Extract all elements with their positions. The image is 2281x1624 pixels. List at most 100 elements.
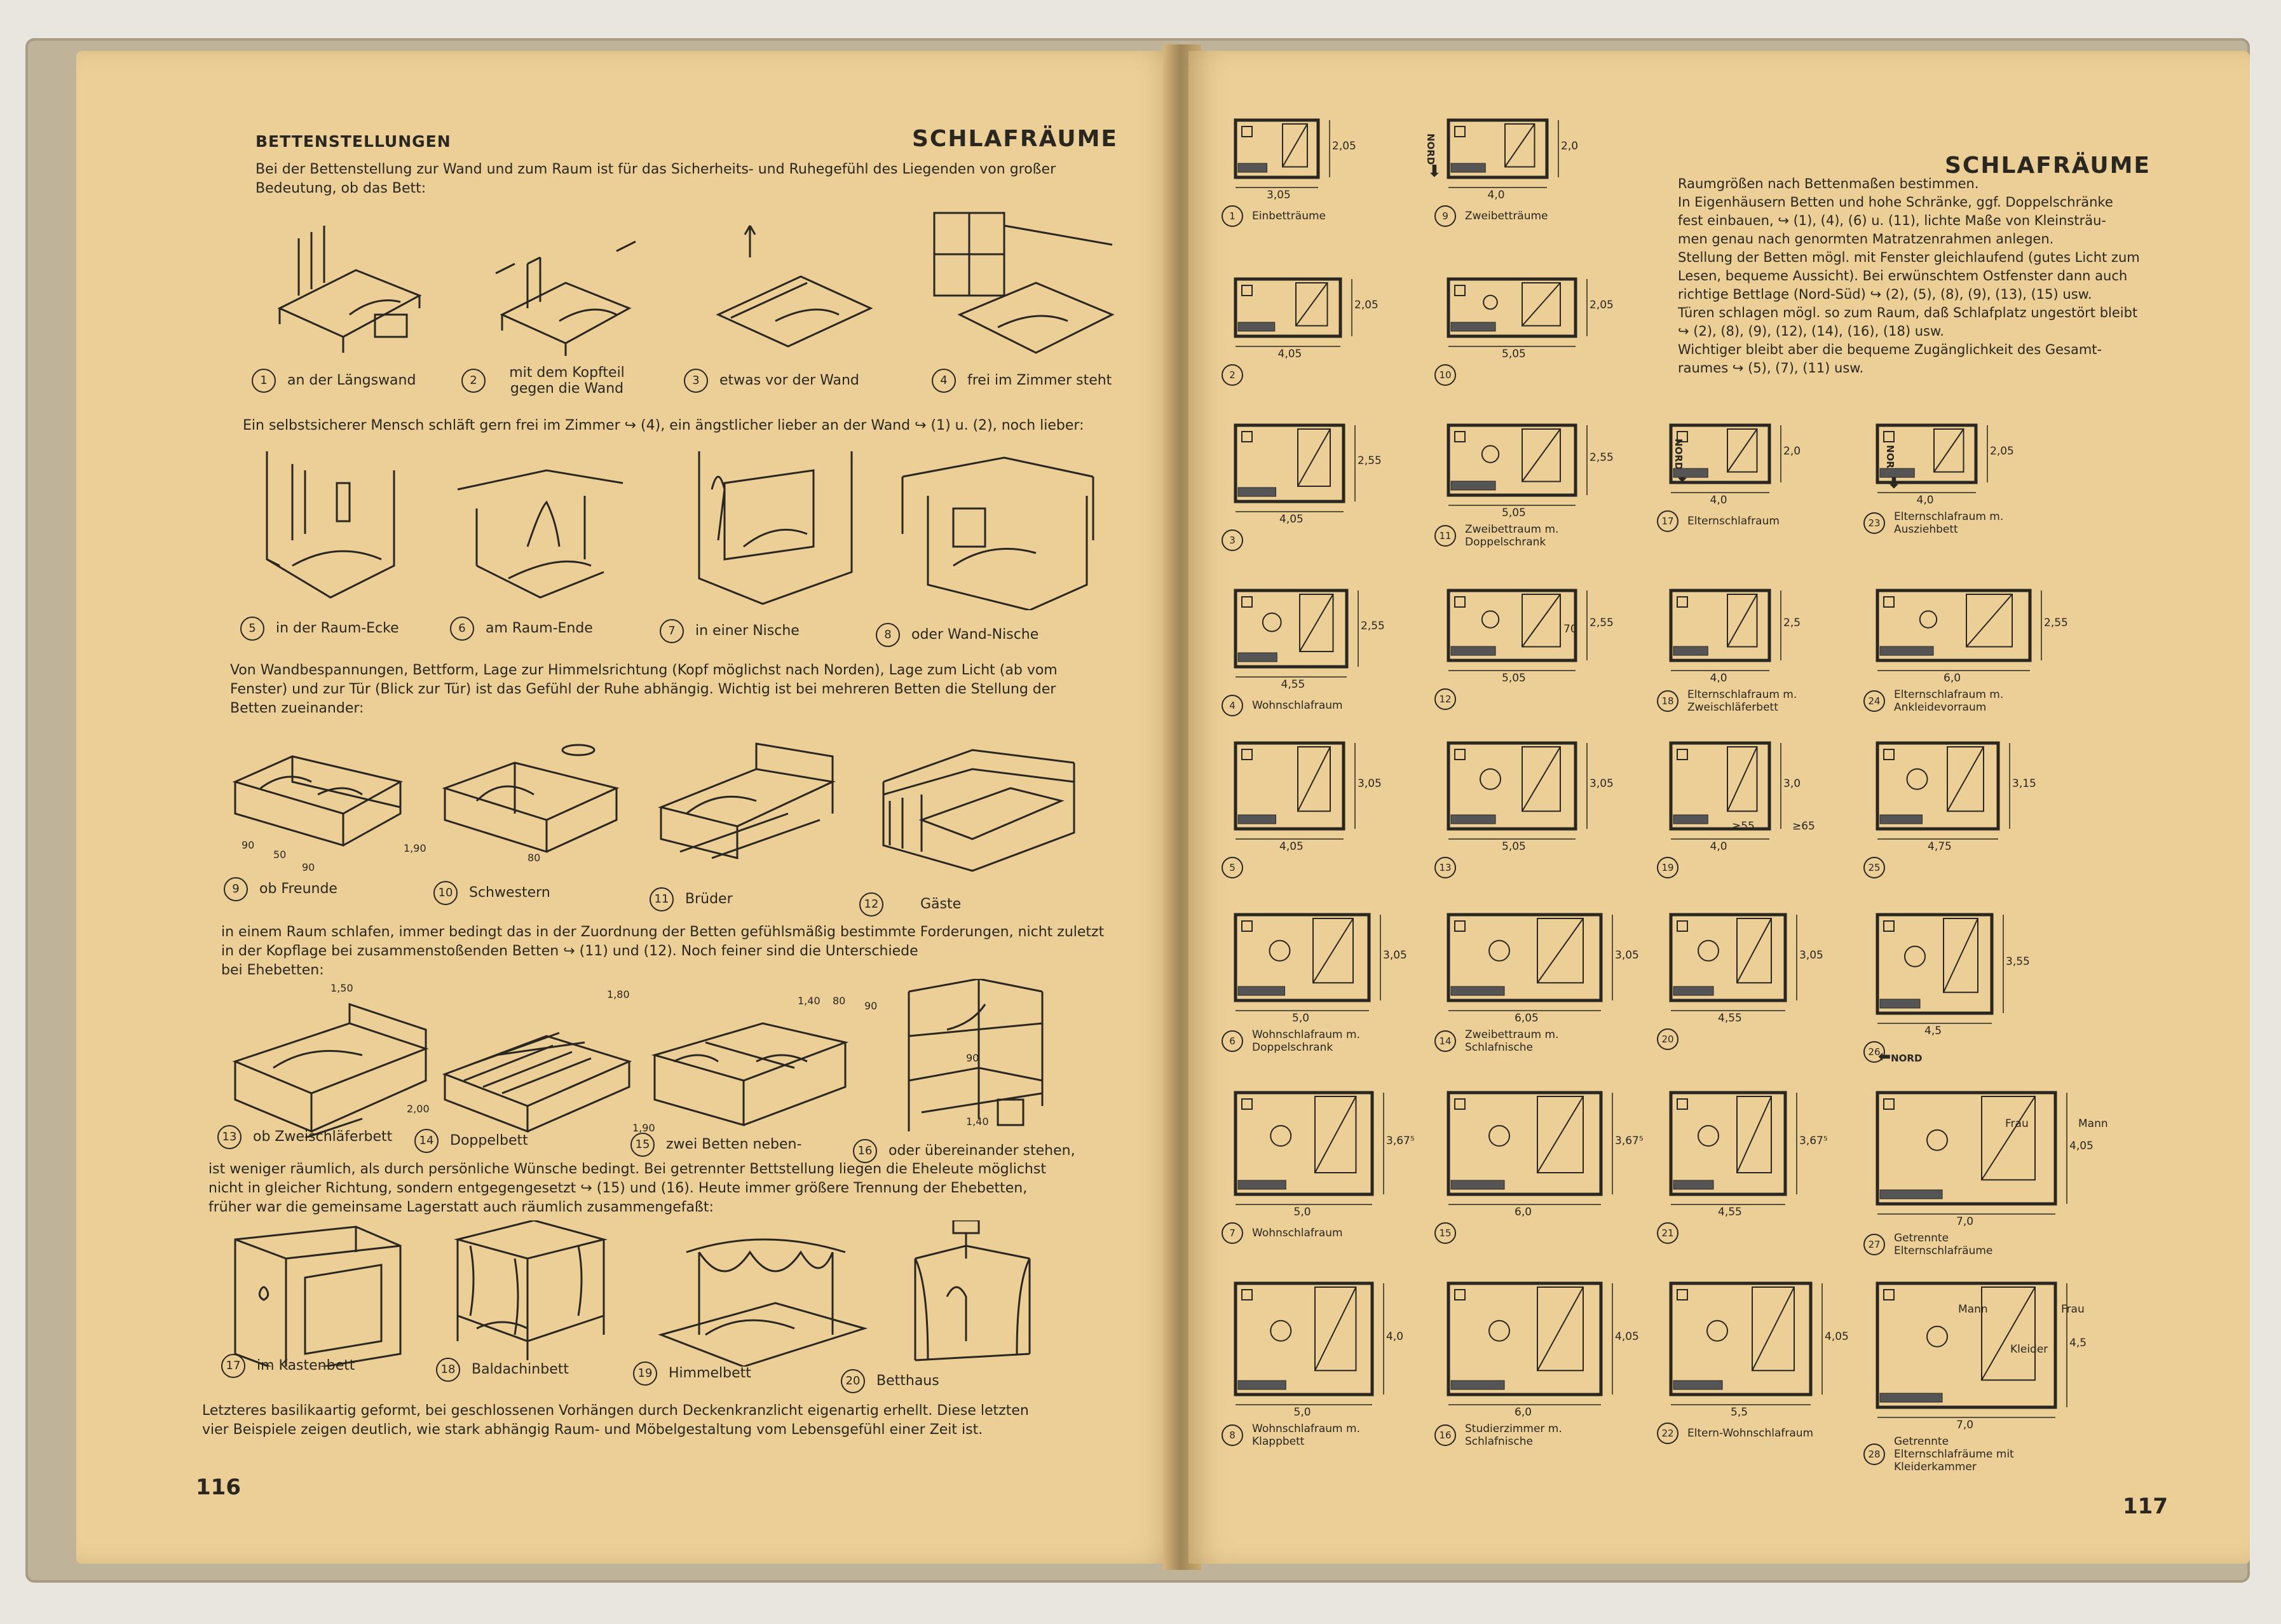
room-plan-drawing [1669, 1091, 1797, 1205]
dimension-height: 2,55 [1590, 617, 1614, 629]
intro-line: Türen schlagen mögl. so zum Raum, daß Sc… [1678, 305, 2138, 320]
dimension-height: 4,05 [1825, 1330, 1849, 1343]
intro-line: ↪ (2), (8), (9), (12), (14), (16), (18) … [1678, 324, 1944, 339]
room-plan-drawing [1876, 1281, 2067, 1418]
figure-number: 11 [650, 887, 674, 911]
figure-number: 25 [1863, 857, 1885, 878]
figure-number: 18 [436, 1358, 460, 1382]
figure-number: 6 [1222, 1030, 1243, 1052]
figure-number: 21 [1657, 1222, 1678, 1244]
figure-number: 3 [1222, 529, 1243, 551]
open-book: BETTENSTELLUNGEN SCHLAFRÄUME Bei der Bet… [25, 19, 2250, 1589]
figure-number: 5 [240, 617, 264, 641]
caption-label: Doppelbett [450, 1133, 528, 1149]
dimension-height: 2,55 [1361, 620, 1385, 632]
room-plan-drawing [1447, 277, 1588, 347]
intro-line: raumes ↪ (5), (7), (11) usw. [1678, 360, 1864, 376]
intro-line: Raumgrößen nach Bettenmaßen bestimmen. [1678, 176, 1979, 191]
room-plan-drawing [1447, 589, 1588, 671]
page-title: SCHLAFRÄUME [1945, 153, 2151, 179]
dimension-width: 3,05 [1267, 189, 1291, 201]
figure-number: 19 [1657, 857, 1678, 878]
dimension-height: 3,55 [2006, 955, 2030, 968]
figure-number: 22 [1657, 1423, 1678, 1444]
room-plan-drawing [1234, 1091, 1384, 1205]
dimension-height: 3,05 [1615, 948, 1639, 962]
page-title: SCHLAFRÄUME [912, 126, 1118, 152]
figure-number: 10 [1434, 364, 1456, 386]
dimension-height: 2,05 [1590, 299, 1614, 311]
dimension-height: 3,05 [1383, 948, 1407, 962]
dim-label: 1,80 [607, 988, 630, 1000]
figure-number: 23 [1863, 512, 1885, 534]
plan-caption: 15 [1434, 1222, 1606, 1244]
dimension-width: 5,0 [1292, 1012, 1310, 1025]
paragraph-line: früher war die gemeinsame Lagerstatt auc… [208, 1199, 714, 1215]
figure-number: 1 [1222, 205, 1243, 227]
caption-label: Eltern-Wohnschlafraum [1687, 1427, 1814, 1440]
figure-number: 8 [876, 623, 900, 647]
dimension-height: 3,0 [1783, 777, 1801, 790]
room-plan-drawing [1234, 589, 1359, 678]
dimension-width: 6,0 [1944, 672, 1961, 685]
dimension-width: 4,0 [1916, 494, 1934, 507]
dimension-height: 2,0 [1561, 140, 1579, 153]
figure-number: 12 [1434, 688, 1456, 710]
floor-plan-22: 5,5 4,05 22 Eltern-Wohnschlafraum [1657, 1281, 1859, 1444]
room-label: Mann [1958, 1303, 1988, 1316]
plan-caption: 5 [1222, 857, 1393, 878]
room-plan-drawing [1669, 913, 1797, 1011]
floor-plan-10: 5,05 2,05 10 [1434, 276, 1624, 386]
room-label: Frau [2005, 1117, 2029, 1130]
dimension-width: 6,0 [1515, 1406, 1532, 1419]
dimension-width: 5,5 [1731, 1406, 1748, 1419]
intro-line: Lesen, bequeme Aussicht). Bei erwünschte… [1678, 268, 2128, 283]
figure-number: 10 [433, 881, 458, 905]
dimension-width: 7,0 [1956, 1419, 1974, 1431]
caption-label: Studierzimmer m. Schlafnische [1465, 1423, 1562, 1448]
paragraph-5: ist weniger räumlich, als durch persönli… [208, 1160, 1162, 1217]
dimension-height: 2,55 [2044, 617, 2068, 629]
plan-caption: 13 [1434, 857, 1606, 878]
dim-label: 50 [273, 849, 286, 861]
caption-label: am Raum-Ende [486, 620, 593, 636]
dimension-width: 6,0 [1515, 1206, 1532, 1218]
dimension-height: 3,67⁵ [1386, 1135, 1415, 1147]
figure-number: 15 [1434, 1222, 1456, 1244]
room-plan-drawing [1669, 589, 1781, 671]
figure-number: 4 [1222, 695, 1243, 716]
figure-number: 1 [252, 369, 276, 393]
dimension-width: 4,05 [1277, 348, 1302, 360]
dim-label: 90 [864, 1000, 877, 1012]
dimension-width: 4,0 [1710, 840, 1727, 853]
dimension-width: 5,05 [1502, 348, 1526, 360]
paragraph-line: Letzteres basilikaartig geformt, bei ges… [202, 1403, 1029, 1419]
north-arrow: NORD⬇ [1425, 133, 1444, 180]
caption-label: zwei Betten neben- [666, 1136, 802, 1152]
dim-label: 2,00 [407, 1103, 430, 1115]
dimension-width: 5,05 [1502, 840, 1526, 853]
paragraph-2: Ein selbstsicherer Mensch schläft gern f… [243, 418, 1084, 433]
room-plan-drawing [1234, 741, 1356, 840]
plan-caption: 10 [1434, 364, 1606, 386]
intro-line: richtige Bettlage (Nord-Süd) ↪ (2), (5),… [1678, 287, 2092, 302]
dimension-width: 4,0 [1710, 672, 1727, 685]
plan-caption: 22 Eltern-Wohnschlafraum [1657, 1423, 1828, 1444]
